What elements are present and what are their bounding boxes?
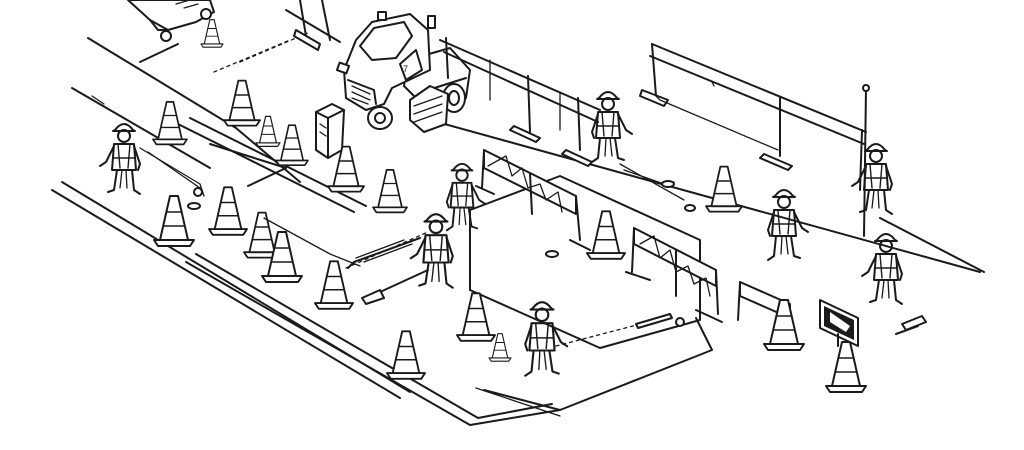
road-worker xyxy=(445,162,486,232)
traffic-cone xyxy=(488,333,512,362)
traffic-cone xyxy=(586,210,626,260)
warning-sign-board xyxy=(819,299,859,347)
traffic-cone xyxy=(327,145,365,193)
utility-box xyxy=(315,103,345,159)
traffic-cone xyxy=(372,169,408,214)
road-worker xyxy=(524,301,569,377)
traffic-cone xyxy=(763,299,805,351)
traffic-cone xyxy=(153,195,195,247)
barrier-fences xyxy=(293,0,867,323)
traffic-cone xyxy=(255,115,281,148)
traffic-cone xyxy=(705,165,743,213)
traffic-cone xyxy=(261,231,303,283)
utility-cart xyxy=(127,0,215,42)
road-worker xyxy=(767,189,809,261)
road-worker xyxy=(591,91,633,163)
traffic-cones xyxy=(152,19,867,393)
road-workers xyxy=(99,91,903,377)
traffic-cone xyxy=(275,124,309,167)
traffic-cone xyxy=(314,260,354,310)
road-worker xyxy=(409,213,454,289)
road-markings xyxy=(51,9,985,426)
truck-door-marking: 7 xyxy=(403,64,408,74)
traffic-cone xyxy=(386,330,426,380)
road-worker xyxy=(861,233,903,305)
tools xyxy=(139,84,927,335)
work-truck: 7 xyxy=(335,11,471,133)
road-worker xyxy=(99,123,141,195)
traffic-cone xyxy=(223,79,261,127)
traffic-cone xyxy=(825,341,867,393)
road-worker xyxy=(851,143,893,215)
traffic-cone xyxy=(208,186,248,236)
traffic-cone xyxy=(456,292,496,342)
traffic-cone xyxy=(152,101,188,146)
traffic-cone xyxy=(200,19,224,48)
